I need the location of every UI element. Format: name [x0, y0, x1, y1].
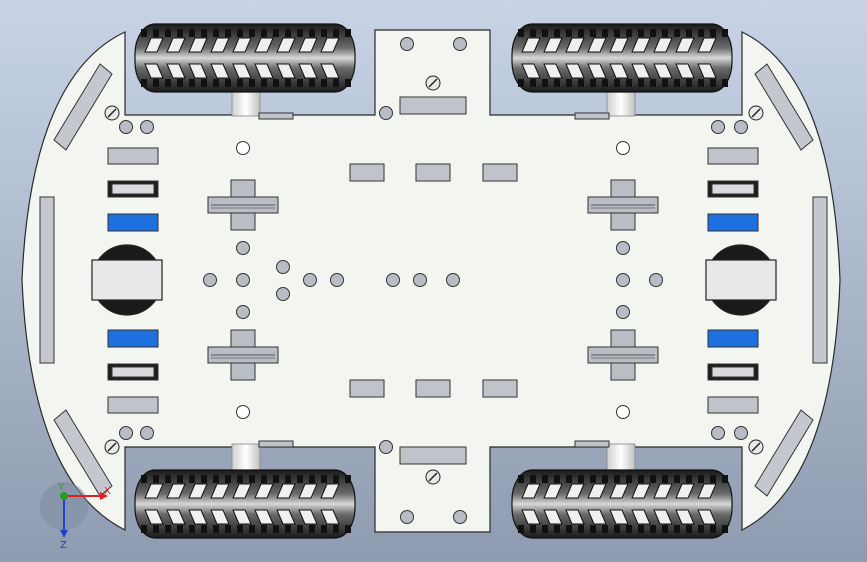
wheel-hub — [606, 443, 636, 473]
wheel-edge-teeth — [518, 29, 728, 87]
cross-mount-1 — [207, 179, 279, 231]
caster-openings — [91, 244, 777, 316]
wheel-tire — [134, 469, 356, 539]
screw — [425, 469, 441, 485]
center-tabs — [258, 96, 610, 465]
screw — [748, 439, 764, 455]
hole — [616, 305, 630, 319]
screw — [104, 439, 120, 455]
wheel-tread — [144, 37, 340, 79]
y-axis-indicator — [60, 492, 68, 500]
wheel-hub — [231, 443, 261, 473]
cross-mounts — [207, 179, 659, 381]
hole-open — [616, 405, 630, 419]
chassis-plate — [21, 29, 841, 533]
hole — [453, 510, 467, 524]
wheel-tire — [134, 23, 356, 93]
hole — [711, 120, 725, 134]
hole-open — [236, 141, 250, 155]
wheel-2 — [511, 23, 733, 117]
cross-mount-3 — [207, 329, 279, 381]
hole — [379, 440, 393, 454]
wheel-tread — [144, 483, 340, 525]
side-brackets — [107, 147, 759, 414]
x-axis-label: X — [104, 486, 111, 497]
screw — [104, 105, 120, 121]
hole — [734, 120, 748, 134]
hole — [203, 273, 217, 287]
screw — [425, 75, 441, 91]
hole — [140, 120, 154, 134]
hole — [711, 426, 725, 440]
wheel-edge-teeth — [518, 475, 728, 533]
hole — [616, 273, 630, 287]
wheel-tire — [511, 23, 733, 93]
wheel-3 — [134, 443, 356, 539]
wheel-4 — [511, 443, 733, 539]
hole — [453, 37, 467, 51]
hole — [119, 426, 133, 440]
hole — [649, 273, 663, 287]
mounting-holes — [104, 37, 764, 524]
y-axis-label: Y — [57, 482, 65, 493]
coordinate-triad[interactable]: X Y Z — [40, 482, 111, 551]
wheel-tire — [511, 469, 733, 539]
hole — [303, 273, 317, 287]
cross-mount-2 — [587, 179, 659, 231]
hole — [276, 260, 290, 274]
hole — [446, 273, 460, 287]
wheel-edge-teeth — [141, 475, 351, 533]
hole — [616, 241, 630, 255]
hole — [236, 241, 250, 255]
wheel-hub — [606, 87, 636, 117]
motor-clips — [349, 163, 518, 398]
hole-open — [236, 405, 250, 419]
hole — [330, 273, 344, 287]
hole — [386, 273, 400, 287]
z-axis-label: Z — [60, 540, 67, 551]
hole — [276, 287, 290, 301]
hole — [400, 37, 414, 51]
perimeter-slots — [39, 63, 828, 497]
hole — [119, 120, 133, 134]
hole-open — [616, 141, 630, 155]
hole — [140, 426, 154, 440]
wheel-edge-teeth — [141, 29, 351, 87]
wheel-1 — [134, 23, 356, 117]
hole — [400, 510, 414, 524]
wheel-tread — [521, 37, 717, 79]
hole — [734, 426, 748, 440]
screw — [748, 105, 764, 121]
hole — [236, 305, 250, 319]
hole — [379, 106, 393, 120]
wheels — [134, 23, 733, 539]
cross-mount-4 — [587, 329, 659, 381]
hole — [413, 273, 427, 287]
hole — [236, 273, 250, 287]
wheel-tread — [521, 483, 717, 525]
